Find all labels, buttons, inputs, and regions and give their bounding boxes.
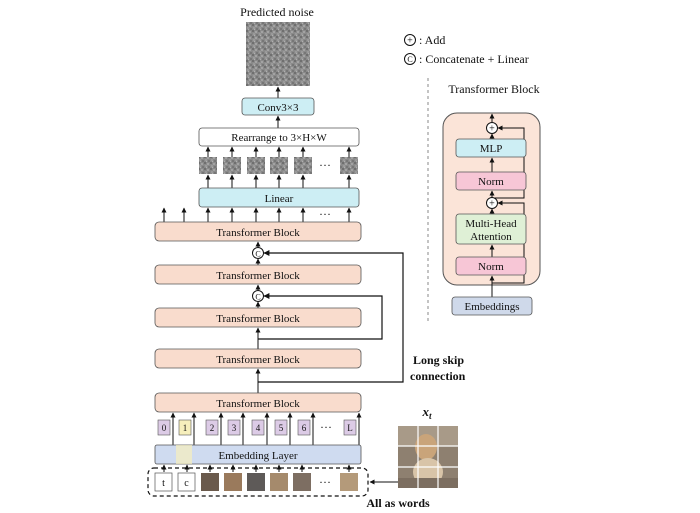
embeddings-box: Embeddings bbox=[451, 296, 533, 316]
concat-symbol: C bbox=[255, 250, 260, 259]
add-symbol: + bbox=[489, 199, 495, 210]
transformer-block-label: Transformer Block bbox=[216, 270, 300, 282]
position-ellipsis: ··· bbox=[320, 420, 332, 434]
token-c-label: c bbox=[184, 478, 189, 489]
position-id: 0 bbox=[162, 423, 167, 433]
transformer-block-3: Transformer Block bbox=[154, 307, 362, 328]
position-id: L bbox=[347, 423, 353, 433]
position-id: 4 bbox=[256, 423, 261, 433]
image-patch-token bbox=[224, 473, 242, 491]
position-id: 6 bbox=[302, 423, 307, 433]
norm-top-box: Norm bbox=[455, 171, 527, 191]
transformer-block-1: Transformer Block bbox=[154, 221, 362, 242]
output-patches: ··· bbox=[199, 157, 358, 174]
legend-concat: C : Concatenate + Linear bbox=[404, 52, 529, 66]
transformer-block-4: Transformer Block bbox=[154, 348, 362, 369]
input-tokens-group bbox=[147, 467, 369, 497]
concat-node-1: C bbox=[252, 247, 264, 259]
output-patch bbox=[223, 157, 241, 174]
xt-noisy-image bbox=[398, 426, 458, 488]
arrows-block-to-linear bbox=[161, 207, 352, 222]
output-patch bbox=[340, 157, 358, 174]
long-skip-connection-inner bbox=[258, 293, 383, 340]
attention-label-line1: Multi-Head bbox=[465, 218, 517, 230]
patch-ellipsis: ··· bbox=[319, 158, 331, 172]
image-patch-token bbox=[340, 473, 358, 491]
token-c: c bbox=[177, 472, 196, 492]
linear-label: Linear bbox=[265, 193, 294, 205]
embedding-layer-label: Embedding Layer bbox=[218, 450, 297, 462]
image-patch-token bbox=[293, 473, 311, 491]
arrows-embedding-to-block5 bbox=[170, 412, 362, 445]
rearrange-box: Rearrange to 3×H×W bbox=[198, 127, 360, 147]
mlp-box: MLP bbox=[455, 138, 527, 158]
transformer-block-label: Transformer Block bbox=[216, 398, 300, 410]
linear-ellipsis: ··· bbox=[319, 207, 331, 221]
conv3x3-label: Conv3×3 bbox=[257, 102, 299, 114]
embedding-layer-box: Embedding Layer bbox=[154, 444, 362, 465]
image-patch-token bbox=[247, 473, 265, 491]
long-skip-label-line2: connection bbox=[410, 369, 466, 383]
add-symbol: + bbox=[489, 124, 495, 135]
long-skip-connection-outer bbox=[258, 250, 404, 383]
add-node-top: + bbox=[486, 122, 498, 135]
rearrange-label: Rearrange to 3×H×W bbox=[231, 132, 327, 144]
norm-bottom-box: Norm bbox=[455, 256, 527, 276]
image-patch-tokens: ··· bbox=[201, 473, 358, 491]
token-t-label: t bbox=[162, 478, 165, 489]
linear-box: Linear bbox=[198, 187, 360, 208]
token-ellipsis: ··· bbox=[319, 475, 331, 489]
legend-concat-label: : Concatenate + Linear bbox=[419, 52, 529, 66]
embeddings-label: Embeddings bbox=[465, 301, 520, 313]
legend-concat-symbol: C bbox=[407, 55, 412, 64]
transformer-block-label: Transformer Block bbox=[216, 354, 300, 366]
position-id: 3 bbox=[232, 423, 237, 433]
mlp-label: MLP bbox=[480, 143, 503, 155]
transformer-block-label: Transformer Block bbox=[216, 313, 300, 325]
legend-add: + : Add bbox=[404, 33, 445, 47]
norm-bottom-label: Norm bbox=[478, 261, 504, 273]
multi-head-attention-box: Multi-Head Attention bbox=[455, 213, 527, 245]
transformer-block-label: Transformer Block bbox=[216, 227, 300, 239]
position-id: 1 bbox=[183, 423, 188, 433]
predicted-noise-image bbox=[246, 22, 310, 86]
output-patch bbox=[270, 157, 288, 174]
predicted-noise-title: Predicted noise bbox=[240, 5, 314, 19]
output-patch bbox=[294, 157, 312, 174]
legend-add-symbol: + bbox=[407, 36, 413, 47]
legend-add-label: : Add bbox=[419, 33, 445, 47]
long-skip-label-line1: Long skip bbox=[413, 353, 464, 367]
residual-path-top bbox=[492, 125, 525, 199]
position-id: 2 bbox=[210, 423, 215, 433]
image-patch-token bbox=[201, 473, 219, 491]
detail-title: Transformer Block bbox=[448, 82, 539, 96]
conv3x3-box: Conv3×3 bbox=[241, 97, 315, 116]
transformer-block-2: Transformer Block bbox=[154, 264, 362, 285]
position-ids: 0 1 2 3 4 5 6 ··· L bbox=[157, 419, 357, 436]
attention-label-line2: Attention bbox=[470, 231, 512, 243]
image-patch-token bbox=[270, 473, 288, 491]
transformer-block-5: Transformer Block bbox=[154, 392, 362, 413]
concat-symbol: C bbox=[255, 293, 260, 302]
output-patch bbox=[247, 157, 265, 174]
output-patch bbox=[199, 157, 217, 174]
concat-node-2: C bbox=[252, 290, 264, 302]
position-id: 5 bbox=[279, 423, 284, 433]
norm-top-label: Norm bbox=[478, 176, 504, 188]
token-t: t bbox=[154, 472, 173, 492]
arrows-patches-to-rearrange bbox=[205, 146, 352, 157]
arrows-linear-to-patches bbox=[205, 174, 352, 188]
xt-label: xt bbox=[421, 404, 432, 421]
all-as-words-label: All as words bbox=[366, 496, 430, 510]
